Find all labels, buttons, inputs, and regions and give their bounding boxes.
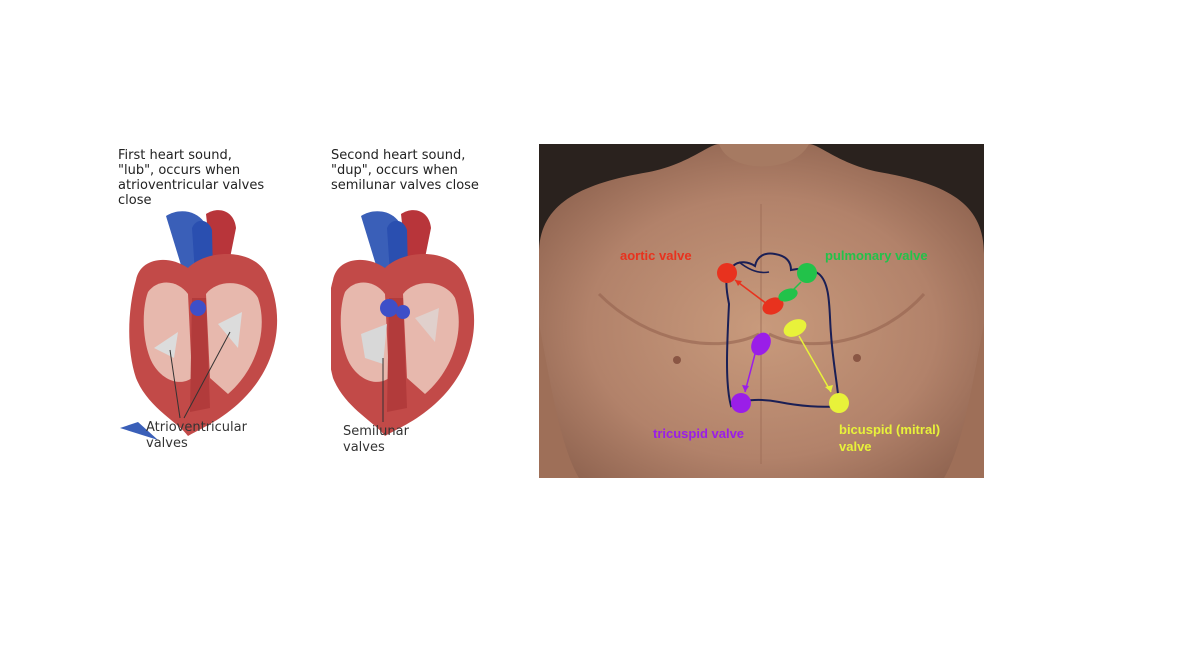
chest-auscultation-diagram: aortic valve pulmonary valve tricuspid v… (539, 144, 984, 478)
aortic-valve-label: aortic valve (620, 248, 692, 263)
semilunar-valves-label: Semilunar valves (343, 424, 409, 455)
bicuspid-valve-label: bicuspid (mitral) valve (839, 422, 941, 454)
second-heart-sound-diagram: Second heart sound, "dup", occurs when s… (331, 148, 511, 468)
first-heart-sound-diagram: First heart sound, "lub", occurs when at… (118, 148, 298, 468)
heart-cross-section-2 (331, 210, 475, 436)
first-heart-sound-caption: First heart sound, "lub", occurs when at… (118, 148, 265, 208)
second-heart-sound-caption: Second heart sound, "dup", occurs when s… (331, 148, 479, 193)
tricuspid-valve-label: tricuspid valve (653, 426, 745, 441)
atrioventricular-valves-label: Atrioventricular valves (146, 420, 247, 451)
heart-cross-section-1 (120, 210, 278, 440)
pulmonary-valve-label: pulmonary valve (825, 248, 928, 263)
chest-illustration (539, 144, 984, 478)
